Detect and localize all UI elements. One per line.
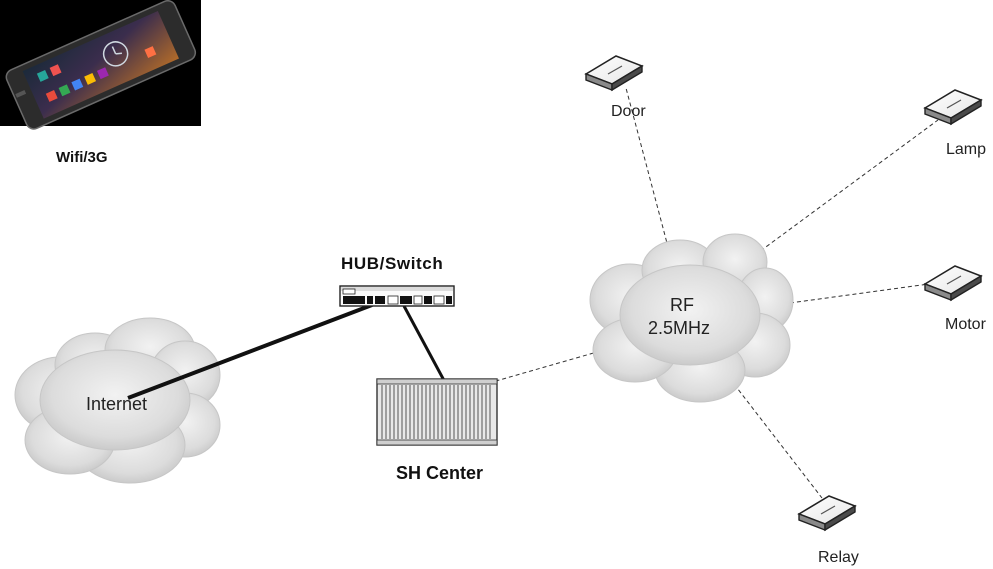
- motor-label: Motor: [945, 316, 987, 333]
- relay-device: [798, 495, 856, 531]
- motor-device: [924, 265, 982, 301]
- sh-center-device: [376, 378, 498, 446]
- sh-center-label: SH Center: [396, 463, 483, 483]
- internet-label: Internet: [86, 394, 147, 414]
- wired-links: [127, 303, 449, 400]
- phone-caption: Wifi/3G: [56, 149, 108, 166]
- lamp-device: [924, 89, 982, 125]
- relay-label: Relay: [818, 549, 859, 566]
- rf-links: [481, 87, 939, 499]
- link-rf-motor: [789, 282, 937, 304]
- smartphone-image: [0, 0, 201, 130]
- rf-cloud: [589, 233, 794, 403]
- hub-switch-device: [339, 285, 455, 307]
- rf-label-line2: 2.5MHz: [648, 318, 710, 338]
- link-hub-center: [402, 305, 449, 387]
- link-rf-lamp: [754, 119, 939, 256]
- hub-switch-label: HUB/Switch: [341, 254, 443, 273]
- rf-label-line1: RF: [670, 295, 694, 315]
- lamp-label: Lamp: [946, 141, 986, 158]
- link-rf-door: [625, 87, 673, 263]
- link-rf-relay: [699, 339, 823, 499]
- internet-cloud: [14, 317, 221, 484]
- door-label: Door: [611, 103, 646, 120]
- link-internet-hub: [127, 303, 373, 400]
- link-center-rf: [481, 349, 605, 386]
- door-sensor-device: [585, 55, 643, 91]
